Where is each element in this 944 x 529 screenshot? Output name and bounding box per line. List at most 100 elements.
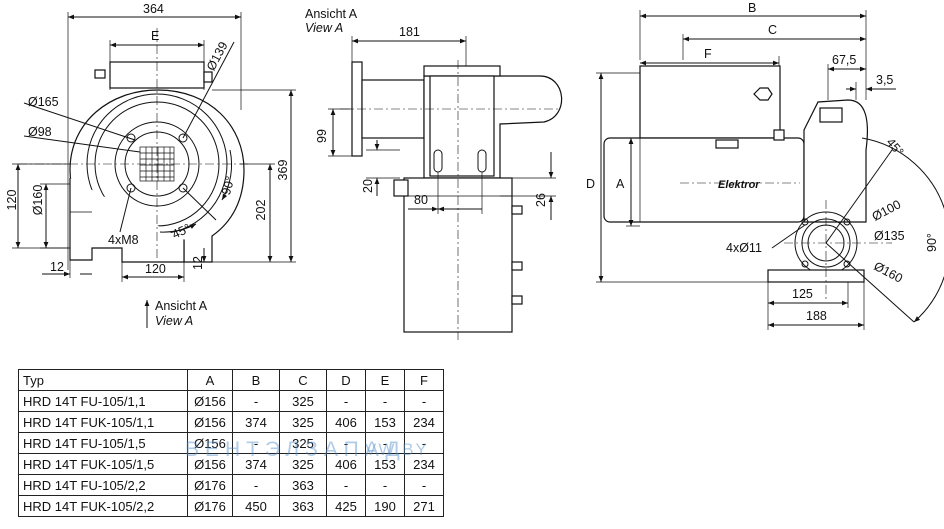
table-row: HRD 14T FUK-105/1,5 Ø156 374 325 406 153… [18, 453, 444, 475]
view-a-label-de: Ansicht A [155, 299, 208, 313]
dim-125-label: 125 [792, 287, 813, 301]
motor-terminal-box [639, 65, 781, 139]
table-cell: HRD 14T FUK-105/2,2 [18, 495, 188, 517]
dim-364-label: 364 [143, 2, 164, 16]
table-header: C [279, 369, 327, 391]
table-row: HRD 14T FU-105/2,2 Ø176 - 363 - - - [18, 474, 444, 496]
side-view-title-en: View A [305, 21, 343, 35]
dim-4x11-label: 4xØ11 [726, 241, 762, 255]
dim-12-bottom-label: 12 [191, 256, 205, 270]
dim-90-label: 90° [925, 233, 939, 252]
table-cell: - [404, 432, 444, 454]
right-volute [803, 99, 869, 223]
table-cell: 190 [365, 495, 405, 517]
table-cell: 325 [279, 411, 327, 433]
dim-4xm8-label: 4xM8 [108, 233, 139, 247]
table-cell: 363 [279, 495, 327, 517]
table-cell: 153 [365, 411, 405, 433]
table-cell: 325 [279, 390, 327, 412]
front-view: 364 E [5, 2, 296, 328]
dim-99-label: 99 [315, 129, 329, 143]
table-cell: Ø156 [187, 453, 233, 475]
dim-67-5-label: 67,5 [832, 53, 856, 67]
dim-90-label: 90° [219, 175, 237, 197]
table-cell: 325 [279, 432, 327, 454]
table-cell: 234 [404, 453, 444, 475]
dim-d100-label: Ø100 [870, 197, 904, 224]
table-row: HRD 14T FUK-105/2,2 Ø176 450 363 425 190… [18, 495, 444, 517]
view-a-label-en: View A [155, 314, 193, 328]
table-cell: 374 [232, 411, 280, 433]
brand-label: Elektror [718, 179, 760, 191]
right-view: B C F 67,5 3,5 Elektror [586, 1, 944, 330]
side-view-title-de: Ansicht A [305, 7, 358, 21]
table-cell: - [232, 432, 280, 454]
table-cell: - [232, 390, 280, 412]
table-cell: HRD 14T FU-105/1,5 [18, 432, 188, 454]
dim-12-left-label: 12 [50, 260, 64, 274]
table-header: F [404, 369, 444, 391]
table-cell: 406 [326, 411, 366, 433]
dim-45-label: 45° [883, 135, 906, 158]
side-view: Ansicht A View A 181 99 [305, 7, 563, 340]
table-cell: HRD 14T FU-105/1,1 [18, 390, 188, 412]
dim-c-label: C [768, 23, 777, 37]
table-cell: - [232, 474, 280, 496]
table-cell: 374 [232, 453, 280, 475]
table-cell: 363 [279, 474, 327, 496]
table-row: HRD 14T FUK-105/1,1 Ø156 374 325 406 153… [18, 411, 444, 433]
dim-120-bottom-label: 120 [145, 262, 166, 276]
table-header: Typ [18, 369, 188, 391]
table-cell: - [404, 390, 444, 412]
table-cell: - [326, 432, 366, 454]
dim-80-label: 80 [414, 193, 428, 207]
table-cell: 325 [279, 453, 327, 475]
table-cell: - [404, 474, 444, 496]
dim-d160-label: Ø160 [871, 259, 905, 286]
table-cell: Ø176 [187, 474, 233, 496]
dim-202-label: 202 [254, 200, 268, 221]
table-header-row: Typ A B C D E F [18, 369, 444, 391]
table-cell: 153 [365, 453, 405, 475]
table-cell: - [365, 432, 405, 454]
table-cell: - [326, 390, 366, 412]
dim-e-label: E [151, 29, 159, 43]
technical-drawing: 364 E [5, 1, 944, 340]
table-cell: 234 [404, 411, 444, 433]
table-cell: 450 [232, 495, 280, 517]
dim-a-label: A [616, 177, 625, 191]
motor-body [603, 137, 805, 223]
dim-d-label: D [586, 177, 595, 191]
dim-20-label: 20 [361, 179, 375, 193]
table-header: A [187, 369, 233, 391]
table-cell: Ø156 [187, 390, 233, 412]
dim-188-label: 188 [806, 309, 827, 323]
dim-d135-label: Ø135 [874, 229, 905, 243]
table-header: E [365, 369, 405, 391]
table-cell: Ø156 [187, 411, 233, 433]
dim-3-5-label: 3,5 [876, 73, 893, 87]
table-header: D [326, 369, 366, 391]
dim-d165-label: Ø165 [28, 95, 59, 109]
dim-d160-label: Ø160 [31, 185, 45, 216]
table-cell: HRD 14T FUK-105/1,1 [18, 411, 188, 433]
table-cell: - [365, 474, 405, 496]
table-cell: - [326, 474, 366, 496]
table-header: B [232, 369, 280, 391]
table-cell: HRD 14T FUK-105/1,5 [18, 453, 188, 475]
dim-b-label: B [748, 1, 756, 15]
table-cell: 271 [404, 495, 444, 517]
table-cell: Ø156 [187, 432, 233, 454]
dim-369-label: 369 [276, 160, 290, 181]
table-cell: 406 [326, 453, 366, 475]
dim-26-label: 26 [534, 193, 548, 207]
table-cell: HRD 14T FU-105/2,2 [18, 474, 188, 496]
table-row: HRD 14T FU-105/1,1 Ø156 - 325 - - - [18, 390, 444, 412]
dim-d98-label: Ø98 [28, 125, 52, 139]
table-row: HRD 14T FU-105/1,5 Ø156 - 325 - - - [18, 432, 444, 454]
table-cell: 425 [326, 495, 366, 517]
table-cell: - [365, 390, 405, 412]
table-cell: Ø176 [187, 495, 233, 517]
spec-table: Typ A B C D E F HRD 14T FU-105/1,1 Ø156 … [18, 369, 444, 517]
dim-181-label: 181 [399, 25, 420, 39]
